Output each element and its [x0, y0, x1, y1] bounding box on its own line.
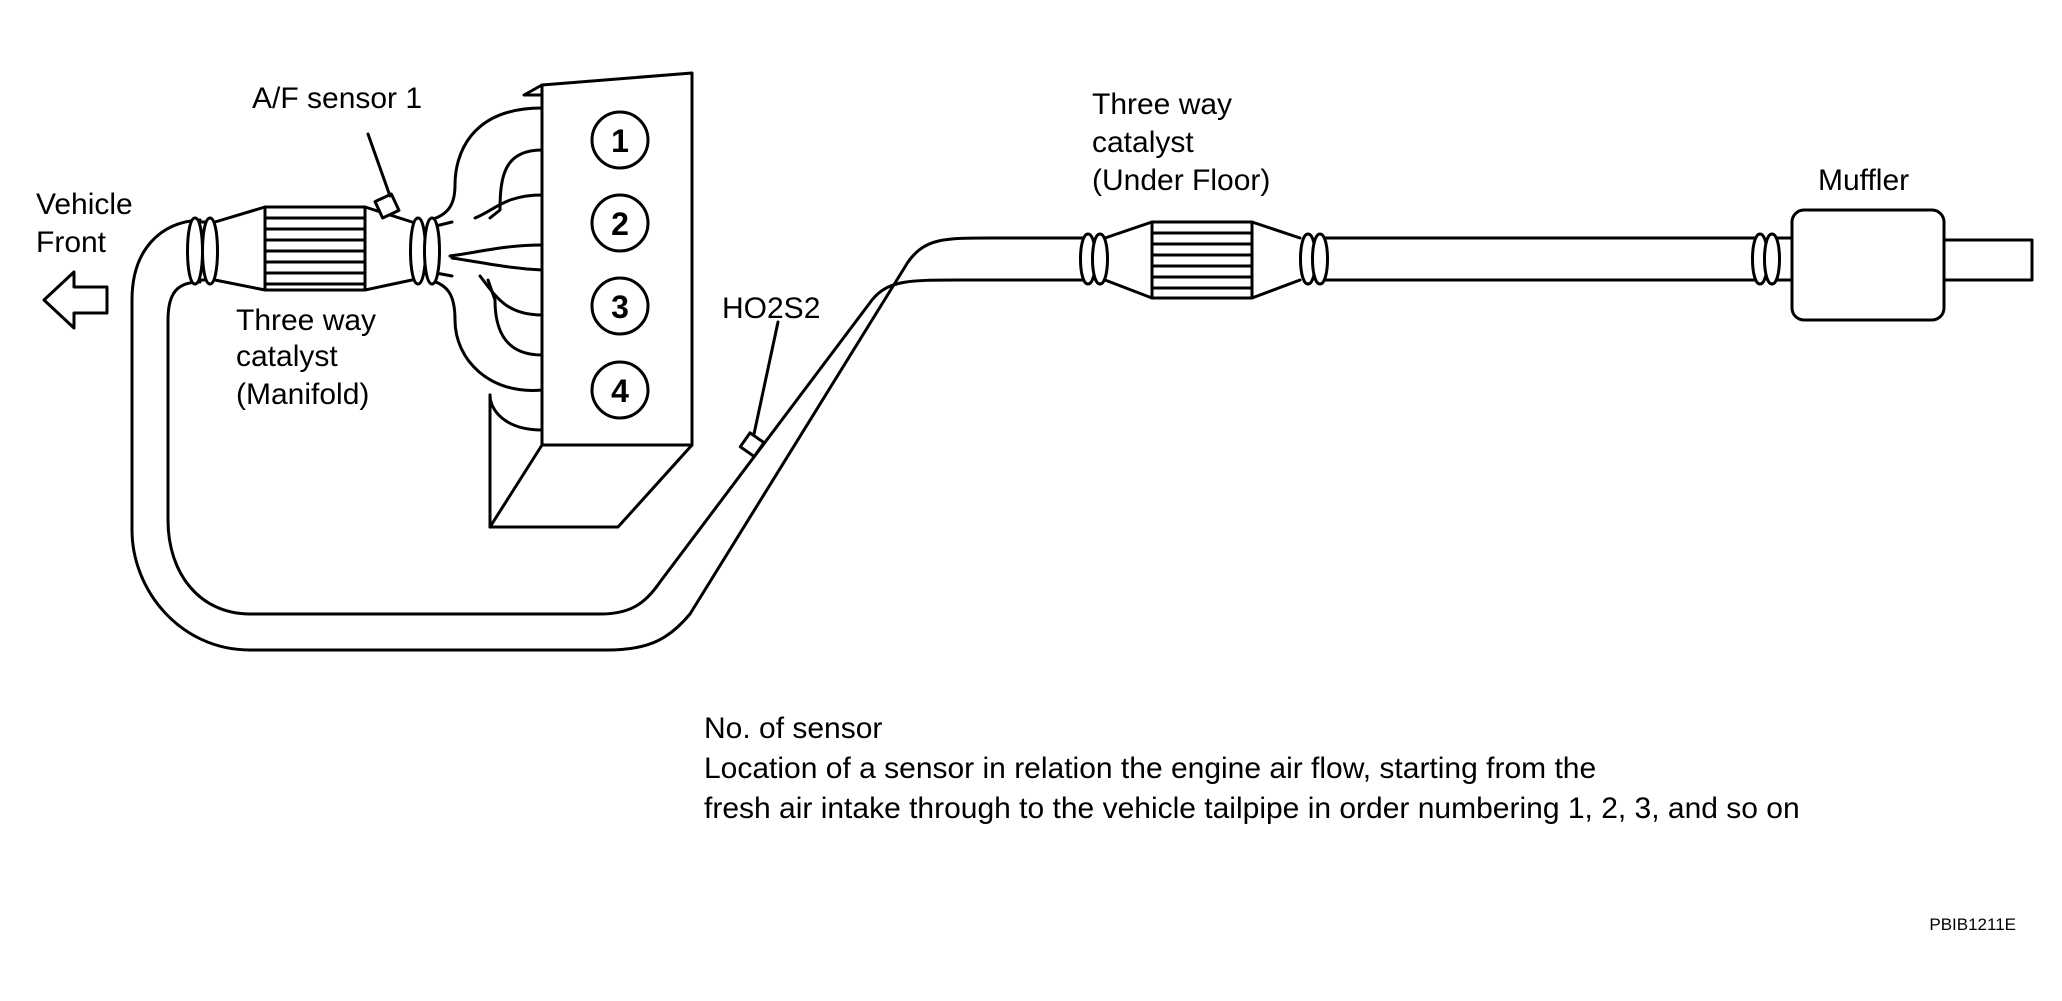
engine-block — [488, 71, 694, 529]
cylinder-4: 4 — [590, 360, 650, 420]
note-title: No. of sensor — [704, 712, 882, 745]
vehicle-front-label-line1: Vehicle — [36, 188, 133, 221]
vehicle-front-label-line2: Front — [36, 226, 107, 259]
outlet-pipe — [1942, 238, 2034, 282]
note-line-1: Location of a sensor in relation the eng… — [704, 752, 1596, 785]
ho2s2-sensor — [738, 320, 780, 459]
manifold-catalyst-label-line1: Three way — [236, 304, 376, 337]
manifold-catalyst-label-line2: catalyst — [236, 340, 338, 373]
manifold-catalyst — [186, 205, 441, 292]
svg-text:1: 1 — [611, 123, 629, 159]
figure-code: PBIB1211E — [1929, 915, 2016, 934]
manifold-catalyst-label-line3: (Manifold) — [236, 378, 369, 411]
underfloor-catalyst-label-line3: (Under Floor) — [1092, 164, 1270, 197]
af-sensor-1 — [366, 132, 401, 220]
cylinder-1: 1 — [590, 110, 650, 170]
af-sensor-label: A/F sensor 1 — [252, 82, 422, 115]
svg-text:3: 3 — [611, 289, 629, 325]
underfloor-catalyst-label-line2: catalyst — [1092, 126, 1194, 159]
svg-text:2: 2 — [611, 206, 629, 242]
muffler-body — [1790, 208, 1946, 322]
cylinder-2: 2 — [590, 193, 650, 253]
underfloor-catalyst — [1079, 220, 1329, 300]
exhaust-manifold — [428, 106, 544, 432]
ho2s2-label: HO2S2 — [722, 292, 820, 325]
vehicle-front-arrow-icon — [42, 270, 109, 330]
cylinder-3: 3 — [590, 276, 650, 336]
tail-pipe — [1323, 236, 1762, 282]
muffler-label: Muffler — [1818, 164, 1909, 197]
note-line-2: fresh air intake through to the vehicle … — [704, 792, 1800, 825]
underfloor-catalyst-label-line1: Three way — [1092, 88, 1232, 121]
svg-text:4: 4 — [611, 373, 629, 409]
